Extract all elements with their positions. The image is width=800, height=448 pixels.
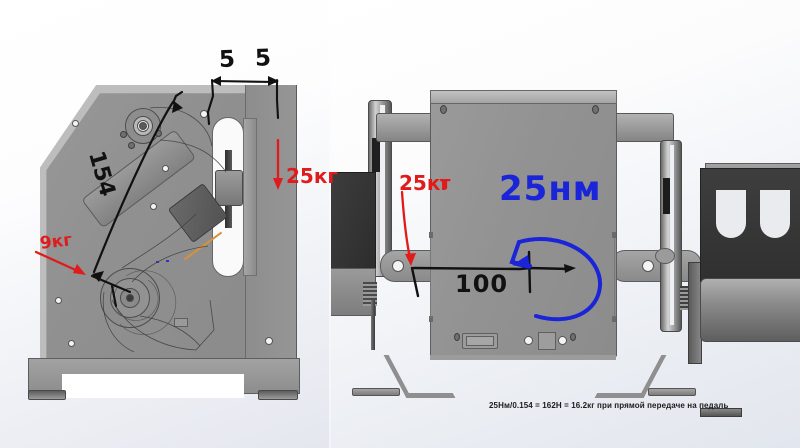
right-model-edge-tab-l1 bbox=[429, 232, 433, 238]
right-model-housing-top-rail bbox=[430, 90, 617, 104]
right-model-edge-tab-r2 bbox=[612, 316, 616, 322]
left-model-foot-left bbox=[28, 390, 66, 400]
right-model-leg-crossbar bbox=[430, 355, 616, 360]
right-model-edge-tab-l2 bbox=[429, 316, 433, 322]
far-right-disc-gap bbox=[670, 145, 674, 325]
right-model-fastener-tr bbox=[592, 105, 599, 114]
left-model-slot-small bbox=[174, 318, 188, 327]
left-model-base-cutout bbox=[62, 374, 244, 398]
far-right-eyelet bbox=[655, 248, 675, 264]
footnote-caption: 25Нм/0.154 = 162Н = 16.2кг при прямой пе… bbox=[489, 401, 729, 410]
right-model-connector-inner bbox=[466, 336, 494, 346]
right-model-lever-right-hole-1 bbox=[642, 260, 654, 272]
far-right-bottom-bar bbox=[700, 408, 742, 417]
left-model-side-strip bbox=[243, 118, 257, 276]
right-model-housing bbox=[430, 90, 617, 357]
right-model-screw-b bbox=[524, 336, 533, 345]
right-model-screw-c bbox=[558, 336, 567, 345]
far-right-cutout-2 bbox=[760, 190, 790, 238]
right-model-far-plate bbox=[330, 172, 376, 282]
right-model-seam-l bbox=[430, 238, 431, 318]
right-model-screw-d bbox=[570, 333, 576, 341]
right-model-seam-r bbox=[614, 238, 615, 318]
right-model-square-port bbox=[538, 332, 556, 350]
right-model-shaft-left bbox=[376, 113, 436, 142]
far-right-cutout-1 bbox=[716, 190, 746, 238]
torque-25nm-label: 25нм bbox=[499, 169, 602, 209]
left-model-slider-block bbox=[215, 170, 243, 206]
viewport-divider bbox=[329, 0, 331, 448]
right-model-far-pin bbox=[371, 300, 375, 350]
far-right-disc-dark-band bbox=[663, 178, 670, 214]
left-model-hole-2 bbox=[55, 297, 62, 304]
right-model-disc-dark-band bbox=[372, 138, 380, 172]
left-load-9kg-label: 9кг bbox=[38, 230, 74, 254]
left-model-lower-pivot-center bbox=[126, 294, 134, 302]
cad-viewport-left[interactable] bbox=[0, 0, 330, 448]
right-model-shaft-right bbox=[612, 113, 674, 142]
right-model-edge-tab-r1 bbox=[612, 232, 616, 238]
right-model-foot-right bbox=[648, 388, 696, 396]
left-model-foot-right bbox=[258, 390, 298, 400]
right-load-25kg-label: 25кг bbox=[399, 171, 451, 195]
right-model-disc-gap bbox=[380, 105, 385, 270]
left-load-25kg-label: 25кг bbox=[286, 164, 338, 188]
right-model-fastener-tl bbox=[440, 105, 447, 114]
left-model-hole-4 bbox=[265, 337, 273, 345]
right-model-foot-left bbox=[352, 388, 400, 396]
left-model-hole-1 bbox=[72, 120, 79, 127]
far-right-roller bbox=[700, 278, 800, 342]
right-model-screw-a bbox=[454, 333, 460, 341]
right-model-lever-left-hole bbox=[392, 260, 404, 272]
dim-100-label: 100 bbox=[455, 270, 509, 298]
left-model-sketch-lines bbox=[102, 107, 227, 353]
left-model-hole-3 bbox=[68, 340, 75, 347]
dim-55-label: 5 5 bbox=[218, 44, 278, 74]
